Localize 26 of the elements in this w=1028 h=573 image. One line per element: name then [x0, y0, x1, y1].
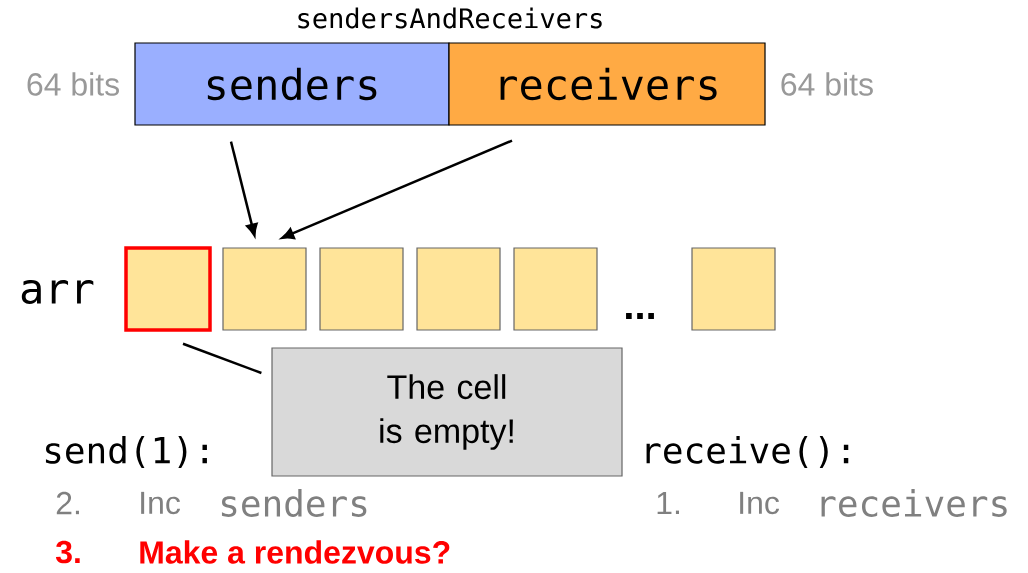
field-box: receivers	[448, 42, 766, 126]
step-text: receivers	[821, 489, 1007, 517]
size-label: 64 bits	[27, 72, 119, 96]
ellipsis: ...	[626, 313, 654, 319]
array-cell	[222, 247, 307, 331]
array-cell	[691, 247, 776, 331]
step-text: Inc	[740, 491, 780, 515]
callout-box: The cell is empty!	[271, 347, 623, 477]
step-number: 1.	[657, 492, 679, 514]
function-label: receive():	[646, 435, 849, 469]
step-number: 2.	[56, 491, 79, 515]
size-label: 64 bits	[781, 72, 873, 96]
array-cell	[124, 246, 212, 332]
step-text: senders	[221, 489, 367, 517]
array-cell	[319, 247, 404, 331]
field-box: senders	[134, 42, 450, 126]
step-number: 3.	[55, 540, 80, 564]
arrow	[229, 141, 258, 237]
arrow	[281, 139, 513, 240]
array-cell	[416, 247, 501, 331]
leader-line	[182, 342, 262, 375]
step-text: Make a rendezvous?	[140, 540, 450, 564]
array-cell	[513, 247, 598, 331]
title: sendersAndReceivers	[298, 7, 602, 29]
step-text: Inc	[141, 491, 181, 515]
function-label: send(1):	[45, 435, 207, 469]
